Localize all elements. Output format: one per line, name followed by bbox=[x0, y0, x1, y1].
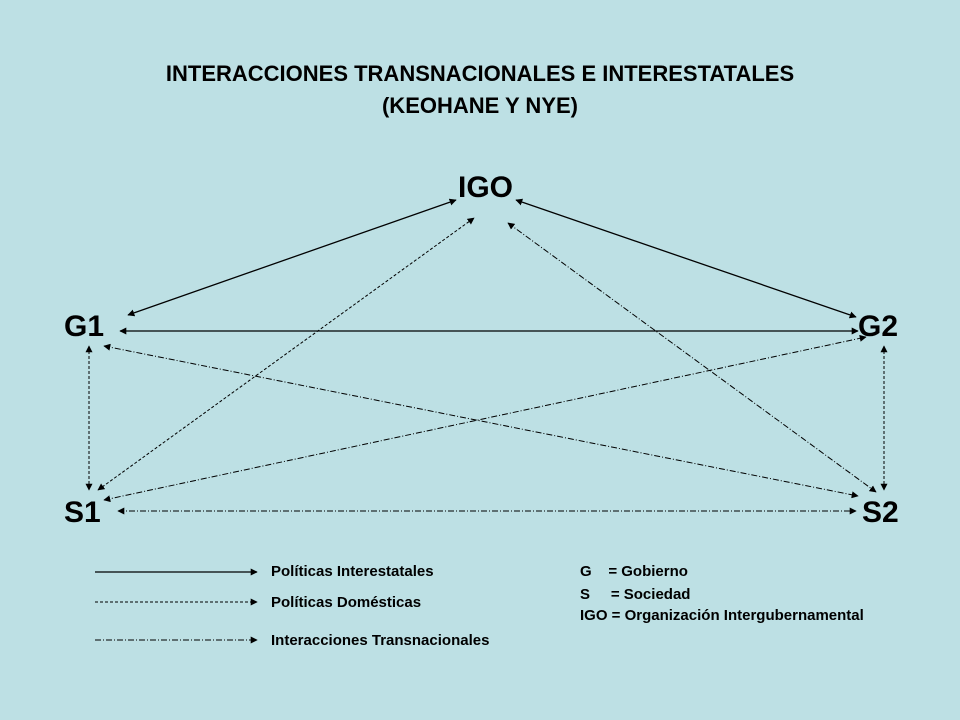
title-line-2: (KEOHANE Y NYE) bbox=[381, 93, 578, 118]
edge-igo-g2 bbox=[515, 198, 857, 319]
legend-label-transnational: Interacciones Transnacionales bbox=[271, 632, 490, 649]
key-gobierno: G = Gobierno bbox=[580, 563, 688, 580]
edge-g1-s2 bbox=[103, 343, 859, 499]
key-igo: IGO = Organización Intergubernamental bbox=[580, 607, 864, 624]
legend-label-interstate: Políticas Interestatales bbox=[271, 563, 434, 580]
edge-igo-s2 bbox=[507, 222, 877, 493]
diagram-title: INTERACCIONES TRANSNACIONALES E INTEREST… bbox=[0, 58, 960, 122]
edge-s1-igo bbox=[97, 217, 475, 491]
node-s2: S2 bbox=[862, 496, 899, 529]
title-line-1: INTERACCIONES TRANSNACIONALES E INTEREST… bbox=[165, 61, 795, 86]
key-sociedad: S = Sociedad bbox=[580, 586, 691, 603]
edge-g1-igo bbox=[127, 198, 457, 317]
node-s1: S1 bbox=[64, 496, 101, 529]
edge-s1-g2 bbox=[103, 334, 867, 503]
node-g2: G2 bbox=[858, 310, 899, 343]
legend-label-domestic: Políticas Domésticas bbox=[271, 594, 422, 611]
node-igo: IGO bbox=[458, 171, 514, 204]
node-g1: G1 bbox=[64, 310, 105, 343]
